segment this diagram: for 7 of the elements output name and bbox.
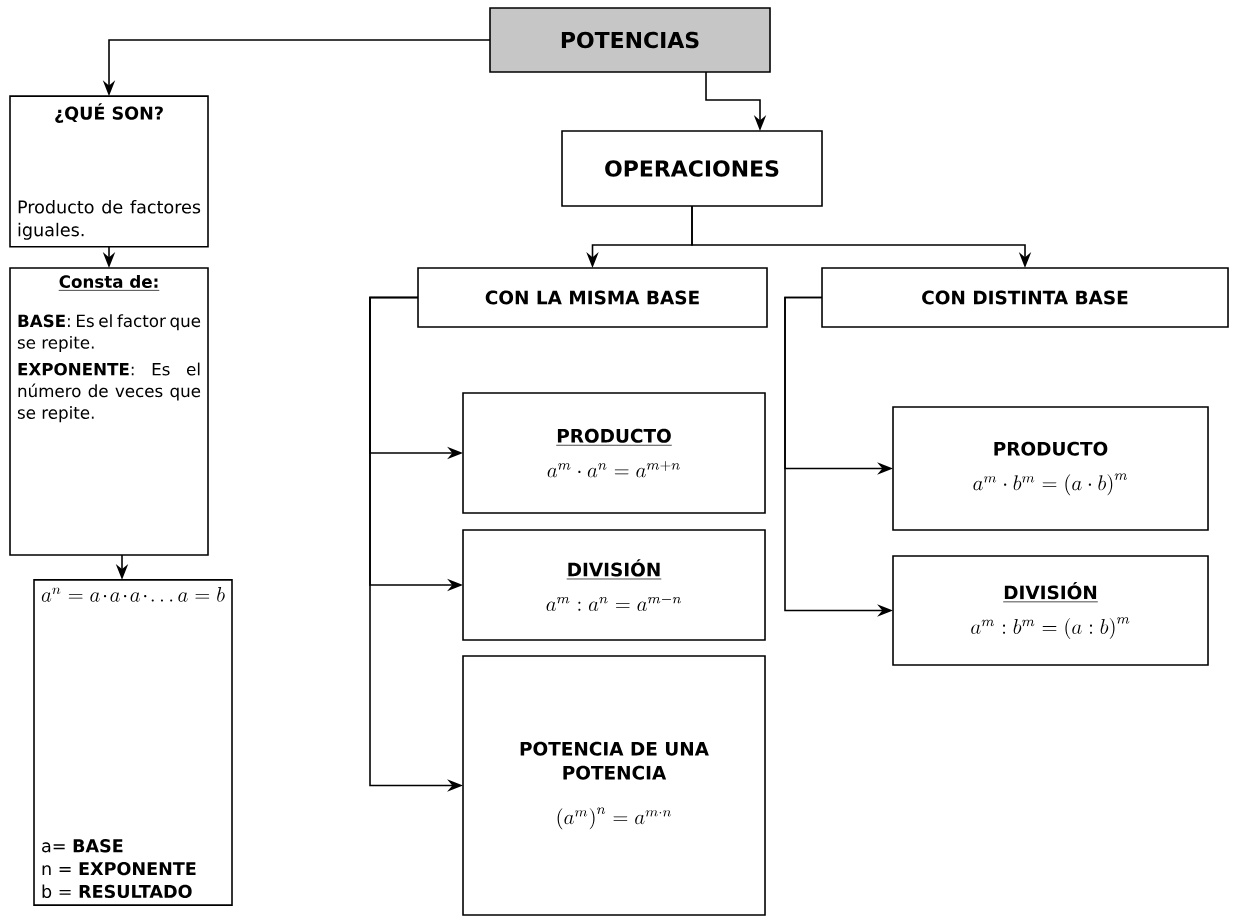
category-box: CON LA MISMA BASE bbox=[417, 267, 768, 328]
title-box: POTENCIAS bbox=[489, 7, 771, 73]
concept-box: Consta de: BASE: Es el factor que se repite. EXPONENTE: Es el número de veces que se repite. bbox=[9, 267, 209, 556]
category-box: CON DISTINTA BASE bbox=[821, 267, 1229, 328]
formula-box: $a^{n}=a\cdot a\cdot a\cdot \ldots a=b$ a= BASE n = EXPONENTE b = RESULTADO bbox=[33, 579, 233, 906]
concept-box: ¿QUÉ SON? Producto de factores iguales. bbox=[9, 95, 209, 248]
concept-box: OPERACIONES bbox=[561, 130, 823, 207]
